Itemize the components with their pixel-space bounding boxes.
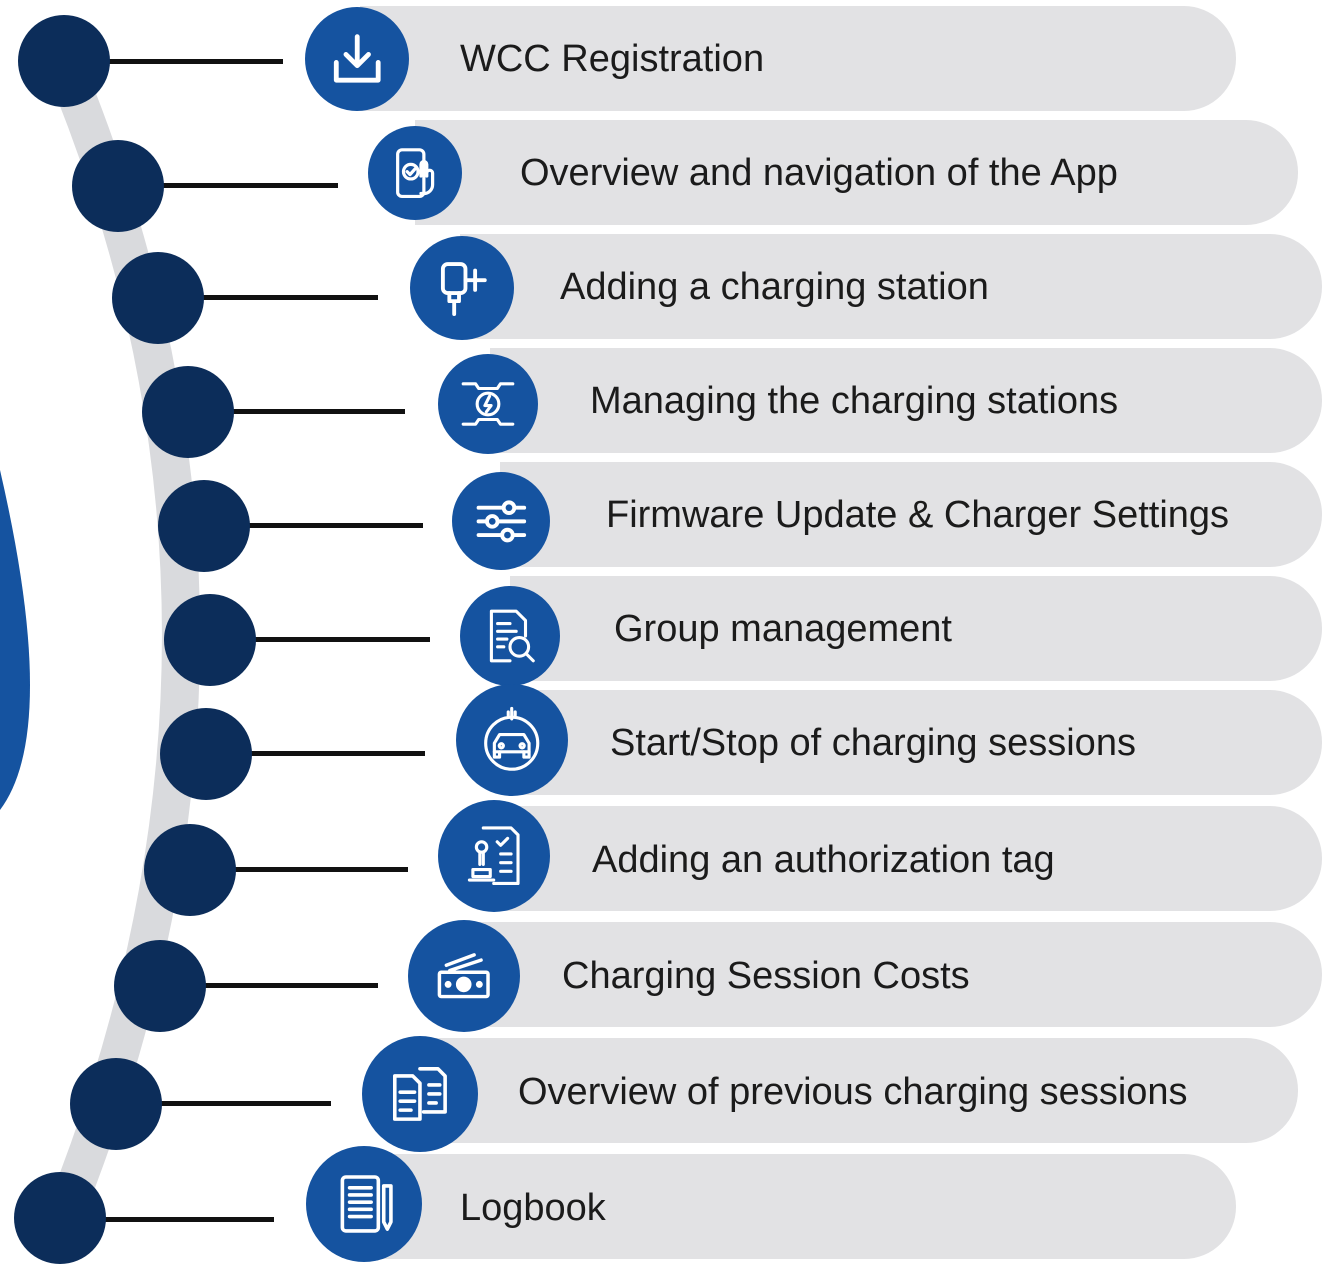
timeline-dot <box>142 366 234 458</box>
step-pill[interactable] <box>415 1038 1298 1143</box>
timeline-dot <box>160 708 252 800</box>
connector-line <box>108 59 283 64</box>
charging-network-icon <box>438 354 538 454</box>
step-pill[interactable] <box>490 806 1322 911</box>
step-pill[interactable] <box>490 348 1322 453</box>
step-label: Firmware Update & Charger Settings <box>606 494 1230 536</box>
timeline-dot <box>70 1058 162 1150</box>
step-label: Overview of previous charging sessions <box>518 1071 1188 1113</box>
money-icon <box>408 920 520 1032</box>
timeline-dot <box>112 252 204 344</box>
step-label: WCC Registration <box>460 38 765 80</box>
step-label: Overview and navigation of the App <box>520 152 1118 194</box>
documents-icon <box>362 1036 478 1152</box>
timeline-dot <box>144 824 236 916</box>
connector-line <box>155 1101 331 1106</box>
left-blue-arc <box>0 470 30 810</box>
connector-line <box>245 751 425 756</box>
step-label: Charging Session Costs <box>562 955 970 997</box>
connector-line <box>160 183 338 188</box>
step-pill[interactable] <box>510 576 1322 681</box>
settings-sliders-icon <box>452 472 550 570</box>
step-pill[interactable] <box>415 120 1298 225</box>
document-search-icon <box>460 586 560 686</box>
connector-line <box>225 409 405 414</box>
timeline-dot <box>114 940 206 1032</box>
timeline-dot <box>158 480 250 572</box>
timeline-dot <box>18 15 110 107</box>
stamp-document-icon <box>438 800 550 912</box>
step-label: Managing the charging stations <box>590 380 1119 422</box>
connector-line <box>240 523 423 528</box>
phone-touch-icon <box>368 126 462 220</box>
step-pill[interactable] <box>360 6 1236 111</box>
timeline-dot <box>14 1172 106 1264</box>
step-label: Adding an authorization tag <box>592 839 1055 881</box>
connector-line <box>200 295 378 300</box>
step-label: Adding a charging station <box>560 266 989 308</box>
step-pill[interactable] <box>462 922 1322 1027</box>
step-label: Logbook <box>460 1187 606 1229</box>
charger-add-icon <box>410 236 514 340</box>
download-icon <box>305 7 409 111</box>
step-label: Group management <box>614 608 952 650</box>
step-pill[interactable] <box>460 234 1322 339</box>
car-charging-icon <box>456 684 568 796</box>
step-label: Start/Stop of charging sessions <box>610 722 1136 764</box>
connector-line <box>230 867 408 872</box>
timeline-dot <box>164 594 256 686</box>
step-pill[interactable] <box>360 1154 1236 1259</box>
timeline-dot <box>72 140 164 232</box>
notebook-pen-icon <box>306 1146 422 1262</box>
connector-line <box>250 637 430 642</box>
step-pill[interactable] <box>508 690 1322 795</box>
step-pill[interactable] <box>500 462 1322 567</box>
connector-line <box>100 1217 274 1222</box>
connector-line <box>200 983 378 988</box>
